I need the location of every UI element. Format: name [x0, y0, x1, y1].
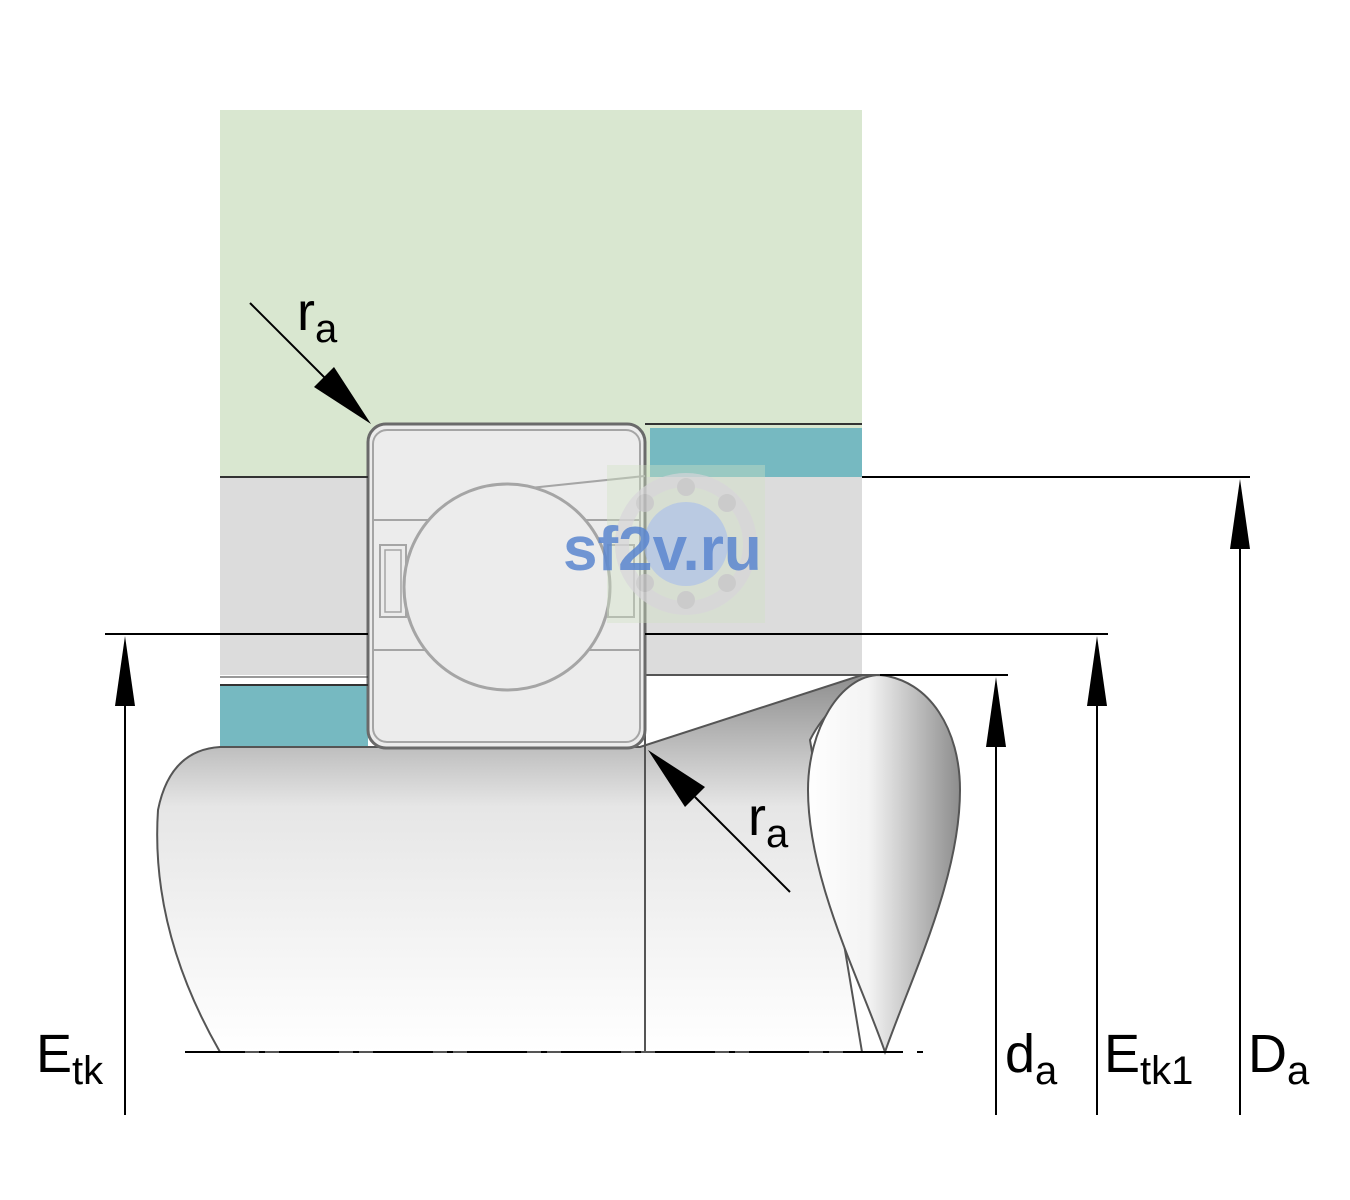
arrow-Etk — [115, 636, 135, 706]
watermark-logo — [607, 465, 765, 623]
arrow-ra-top — [314, 367, 371, 424]
arrow-Da — [1230, 479, 1250, 549]
arrow-ra-bottom — [648, 750, 705, 807]
label-ra-bottom: ra — [748, 787, 789, 856]
label-da: da — [1005, 1024, 1058, 1093]
seal-top-right — [650, 428, 862, 477]
leader-ra-top — [249, 302, 336, 389]
contact-line — [529, 475, 646, 489]
cage-left — [379, 544, 407, 618]
arrow-da — [986, 677, 1006, 747]
label-Da: Da — [1248, 1024, 1310, 1093]
arrow-Etk1 — [1087, 636, 1107, 706]
rolling-ball — [402, 482, 612, 692]
seal-bottom-left — [220, 685, 368, 747]
label-Etk: Etk — [36, 1024, 104, 1093]
cage-left-inner — [384, 549, 402, 613]
label-ra-top: ra — [297, 282, 338, 351]
watermark-text: sf2v.ru — [563, 515, 762, 584]
housing — [220, 110, 862, 477]
label-Etk1: Etk1 — [1104, 1024, 1193, 1093]
leader-ra-bottom — [694, 796, 791, 893]
